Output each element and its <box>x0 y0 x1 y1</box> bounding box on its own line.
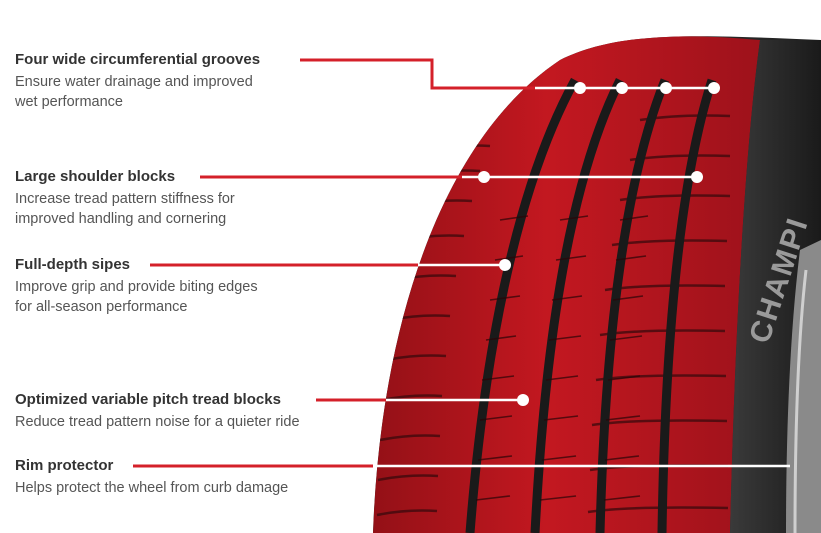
callout-grooves <box>300 58 720 94</box>
callout-shoulder <box>200 171 703 183</box>
rim-highlight <box>793 269 808 533</box>
feature-pitch: Optimized variable pitch tread blocks Re… <box>15 390 335 432</box>
feature-title: Large shoulder blocks <box>15 168 176 185</box>
feature-grooves: Four wide circumferential grooves Ensure… <box>15 50 335 112</box>
circumferential-grooves <box>465 77 717 533</box>
feature-desc-line: for all-season performance <box>15 299 188 315</box>
callout-sipes <box>150 259 511 271</box>
callout-pitch <box>316 394 529 406</box>
feature-desc-line: Helps protect the wheel from curb damage <box>15 480 289 496</box>
feature-sipes: Full-depth sipes Improve grip and provid… <box>15 255 335 317</box>
feature-desc-line: Ensure water drainage and improved <box>15 74 253 90</box>
feature-desc: Ensure water drainage and improved wet p… <box>15 72 335 112</box>
feature-desc-line: Increase tread pattern stiffness for <box>15 191 235 207</box>
center-sipes <box>475 215 649 501</box>
feature-desc: Reduce tread pattern noise for a quieter… <box>15 412 335 432</box>
feature-title: Optimized variable pitch tread blocks <box>15 391 281 408</box>
feature-desc-line: improved handling and cornering <box>15 211 227 227</box>
feature-desc-line: Improve grip and provide biting edges <box>15 279 258 295</box>
feature-desc: Improve grip and provide biting edges fo… <box>15 277 335 317</box>
feature-desc: Increase tread pattern stiffness for imp… <box>15 189 335 229</box>
feature-shoulder: Large shoulder blocks Increase tread pat… <box>15 167 335 229</box>
feature-rim: Rim protector Helps protect the wheel fr… <box>15 456 335 498</box>
feature-desc: Helps protect the wheel from curb damage <box>15 478 335 498</box>
feature-desc-line: wet performance <box>15 94 123 110</box>
feature-title: Four wide circumferential grooves <box>15 51 261 68</box>
feature-desc-line: Reduce tread pattern noise for a quieter… <box>15 414 300 430</box>
feature-title: Rim protector <box>15 457 114 474</box>
feature-title: Full-depth sipes <box>15 256 131 273</box>
